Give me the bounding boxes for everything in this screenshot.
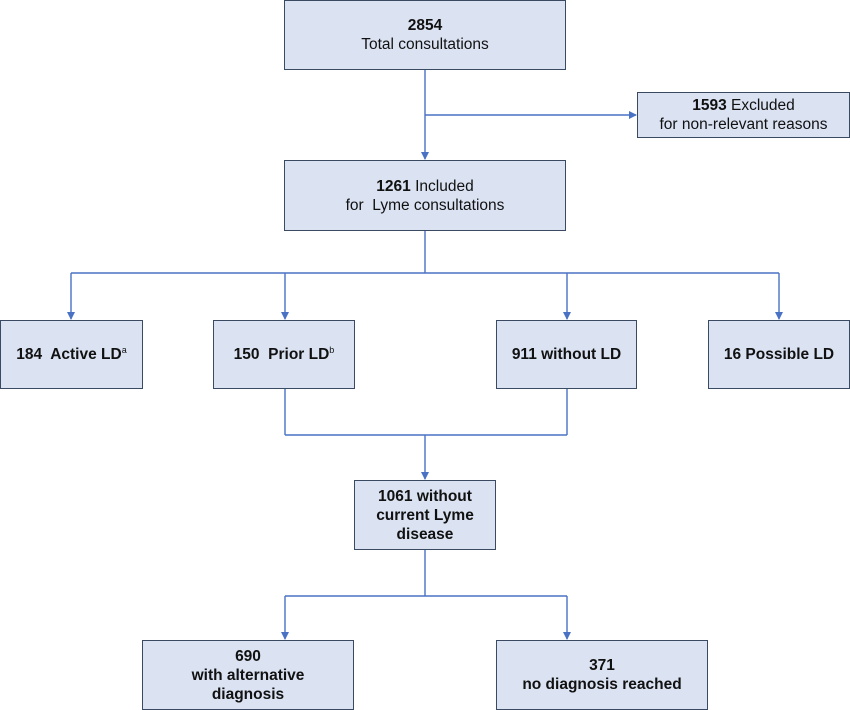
excluded-count: 1593	[692, 97, 727, 114]
no-diagnosis-box: 371 no diagnosis reached	[496, 640, 708, 710]
possible-ld-box: 16 Possible LD	[708, 320, 850, 389]
excluded-reason: for non-relevant reasons	[659, 116, 828, 133]
no-diagnosis-count: 371	[589, 657, 615, 674]
without-current-line3: disease	[396, 525, 454, 543]
included-label: Included	[415, 177, 474, 195]
included-box: 1261 Included for Lyme consultations	[284, 160, 566, 231]
prior-ld-label: 150 Prior LDb	[234, 345, 335, 364]
without-current-lyme-box: 1061 without current Lyme disease	[354, 480, 496, 550]
without-current-line1: 1061 without	[378, 487, 472, 505]
alternative-line2: with alternative	[191, 666, 305, 684]
excluded-label: Excluded	[731, 97, 795, 114]
excluded-box: 1593 Excluded for non-relevant reasons	[637, 92, 850, 138]
without-current-line2: current Lyme	[376, 506, 474, 524]
included-reason: for Lyme consultations	[345, 196, 505, 214]
no-diagnosis-label: no diagnosis reached	[522, 676, 682, 693]
without-ld-label: 911 without LD	[511, 346, 622, 363]
alternative-diagnosis-box: 690 with alternative diagnosis	[142, 640, 354, 710]
active-ld-text: 184 Active LD	[16, 346, 122, 363]
excluded-line: 1593 Excluded	[692, 96, 795, 115]
included-line: 1261 Included	[376, 177, 473, 196]
prior-ld-box: 150 Prior LDb	[213, 320, 355, 389]
total-label: Total consultations	[361, 36, 489, 53]
active-ld-footnote: a	[121, 344, 127, 355]
alternative-count: 690	[235, 647, 261, 665]
active-ld-label: 184 Active LDa	[16, 345, 126, 364]
prior-ld-text: 150 Prior LD	[233, 346, 330, 363]
total-consultations-box: 2854 Total consultations	[284, 0, 566, 70]
possible-ld-label: 16 Possible LD	[723, 346, 835, 363]
active-ld-box: 184 Active LDa	[0, 320, 143, 389]
without-ld-box: 911 without LD	[496, 320, 637, 389]
included-count: 1261	[376, 177, 411, 195]
total-count: 2854	[407, 17, 443, 34]
prior-ld-footnote: b	[329, 344, 335, 355]
alternative-line3: diagnosis	[211, 685, 285, 703]
